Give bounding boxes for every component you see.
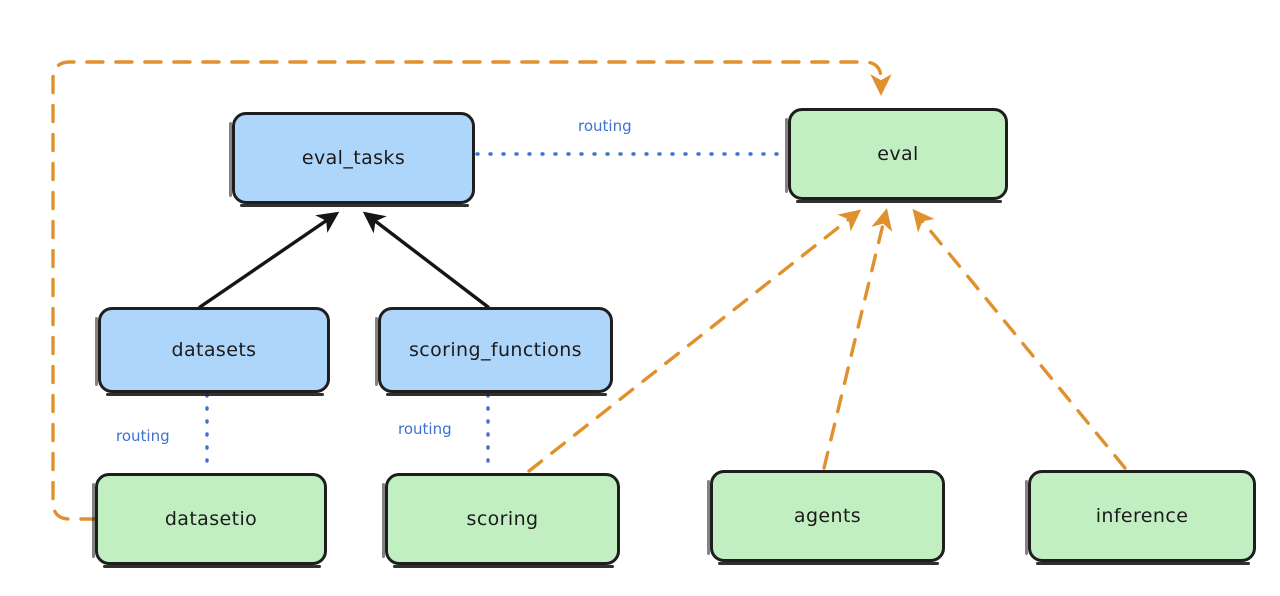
node-scoring-functions[interactable]: scoring_functions [375,307,613,396]
node-label-scoring: scoring [466,507,539,530]
node-eval[interactable]: eval [785,108,1008,203]
node-scoring[interactable]: scoring [382,473,620,568]
edge-label-routing-datasets-datasetio: routing [116,427,170,445]
node-label-eval: eval [877,142,919,165]
node-datasetio[interactable]: datasetio [92,473,327,568]
node-inference[interactable]: inference [1025,470,1256,565]
edge-datasets-to-eval_tasks [198,211,340,309]
edge-inference-to-eval [912,208,1127,470]
node-label-datasets: datasets [171,338,257,361]
node-label-scoring-functions: scoring_functions [409,338,582,361]
edge-label-routing-eval-tasks-eval: routing [578,117,632,135]
node-agents[interactable]: agents [707,470,945,565]
node-eval-tasks[interactable]: eval_tasks [229,112,475,207]
node-datasets[interactable]: datasets [95,307,330,396]
node-label-agents: agents [793,504,862,527]
edge-label-routing-scoring-functions-scoring: routing [398,420,452,438]
edge-agents-to-eval [822,208,893,470]
node-label-inference: inference [1095,504,1189,527]
edge-scoring_functions-to-eval_tasks [362,211,490,309]
node-label-eval-tasks: eval_tasks [301,146,406,169]
node-label-datasetio: datasetio [164,507,258,530]
